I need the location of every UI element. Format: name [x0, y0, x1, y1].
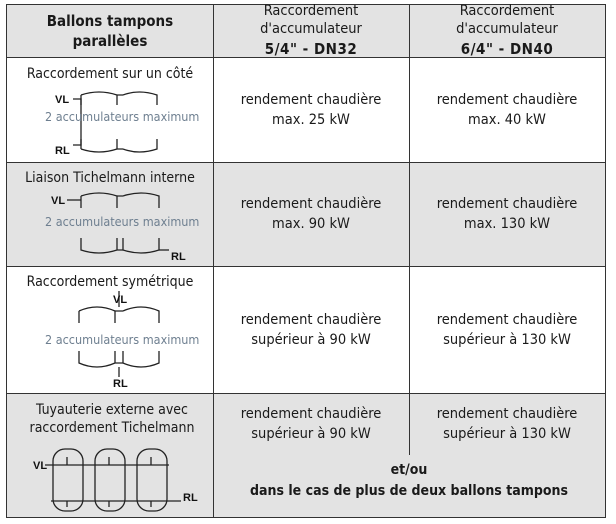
row4-note: et/ou dans le cas de plus de deux ballon…: [213, 460, 605, 502]
row4-note-line2: dans le cas de plus de deux ballons tamp…: [250, 483, 568, 499]
row3-dn40-value: rendement chaudière supérieur à 130 kW: [436, 311, 578, 348]
header-col2-title: Raccordement d'accumulateur: [260, 3, 362, 37]
row4-dn32: rendement chaudière supérieur à 90 kW: [213, 393, 409, 455]
row4-bg: [7, 393, 605, 517]
header-col3: Raccordement d'accumulateur 6/4" - DN40: [409, 3, 605, 58]
col-divider: [213, 5, 214, 517]
row1-dn32: rendement chaudière max. 25 kW: [213, 57, 409, 162]
header-col2: Raccordement d'accumulateur 5/4" - DN32: [213, 3, 409, 58]
row-divider: [7, 393, 605, 394]
row1-vl-label: VL: [55, 94, 69, 106]
row4-label: Tuyauterie externe avec raccordement Tic…: [29, 402, 195, 436]
row-divider: [7, 57, 605, 58]
row1-dn40: rendement chaudière max. 40 kW: [409, 57, 605, 162]
row2-bg: [7, 162, 605, 266]
buffer-tank-table: Ballons tampons parallèles Raccordement …: [6, 3, 606, 518]
row4-dn32-value: rendement chaudière supérieur à 90 kW: [240, 406, 382, 442]
external-tichelmann-diagram: VL RL: [33, 448, 198, 512]
row3-label: Raccordement symétrique: [26, 274, 194, 290]
row2-label: Liaison Tichelmann interne: [25, 170, 195, 186]
row2-dn40-value: rendement chaudière max. 130 kW: [436, 196, 578, 232]
row3-dn32-value: rendement chaudière supérieur à 90 kW: [240, 311, 382, 348]
row1-rl-label: RL: [55, 145, 70, 157]
row2-vl-label: VL: [51, 195, 65, 207]
row2-dn40: rendement chaudière max. 130 kW: [409, 162, 605, 266]
row3-rl-label: RL: [113, 378, 128, 389]
row3-diagram-note: 2 accumulateurs maximum: [45, 332, 200, 347]
internal-tichelmann-diagram: VL RL: [51, 192, 186, 263]
row3-vl-label: VL: [113, 294, 127, 306]
row4-vl-label: VL: [33, 460, 47, 472]
header-col3-size: 6/4" - DN40: [460, 40, 554, 58]
header-col3-title: Raccordement d'accumulateur: [456, 3, 558, 37]
row2-diagram-note: 2 accumulateurs maximum: [45, 214, 200, 229]
row2-dn32-value: rendement chaudière max. 90 kW: [240, 196, 382, 232]
col-divider: [409, 393, 410, 455]
row-divider: [7, 266, 605, 267]
row4-note-line1: et/ou: [390, 462, 428, 478]
row1-dn40-value: rendement chaudière max. 40 kW: [436, 91, 578, 128]
header-col1-title: Ballons tampons parallèles: [46, 12, 174, 50]
row1-diagram-note: 2 accumulateurs maximum: [45, 109, 200, 124]
one-side-connection-diagram: VL RL: [55, 91, 158, 157]
row4-rl-label: RL: [183, 492, 198, 504]
header-col2-size: 5/4" - DN32: [264, 40, 358, 58]
symmetric-connection-diagram: VL RL: [78, 291, 160, 389]
row1-dn32-value: rendement chaudière max. 25 kW: [240, 91, 382, 128]
header-col1: Ballons tampons parallèles: [7, 5, 213, 57]
row4-dn40: rendement chaudière supérieur à 130 kW: [409, 393, 605, 455]
row1-label: Raccordement sur un côté: [26, 66, 194, 82]
row3-dn40: rendement chaudière supérieur à 130 kW: [409, 266, 605, 393]
row2-dn32: rendement chaudière max. 90 kW: [213, 162, 409, 266]
row3-dn32: rendement chaudière supérieur à 90 kW: [213, 266, 409, 393]
col-divider: [409, 5, 410, 393]
row2-rl-label: RL: [171, 251, 186, 263]
row-divider: [7, 162, 605, 163]
row4-dn40-value: rendement chaudière supérieur à 130 kW: [436, 406, 578, 442]
